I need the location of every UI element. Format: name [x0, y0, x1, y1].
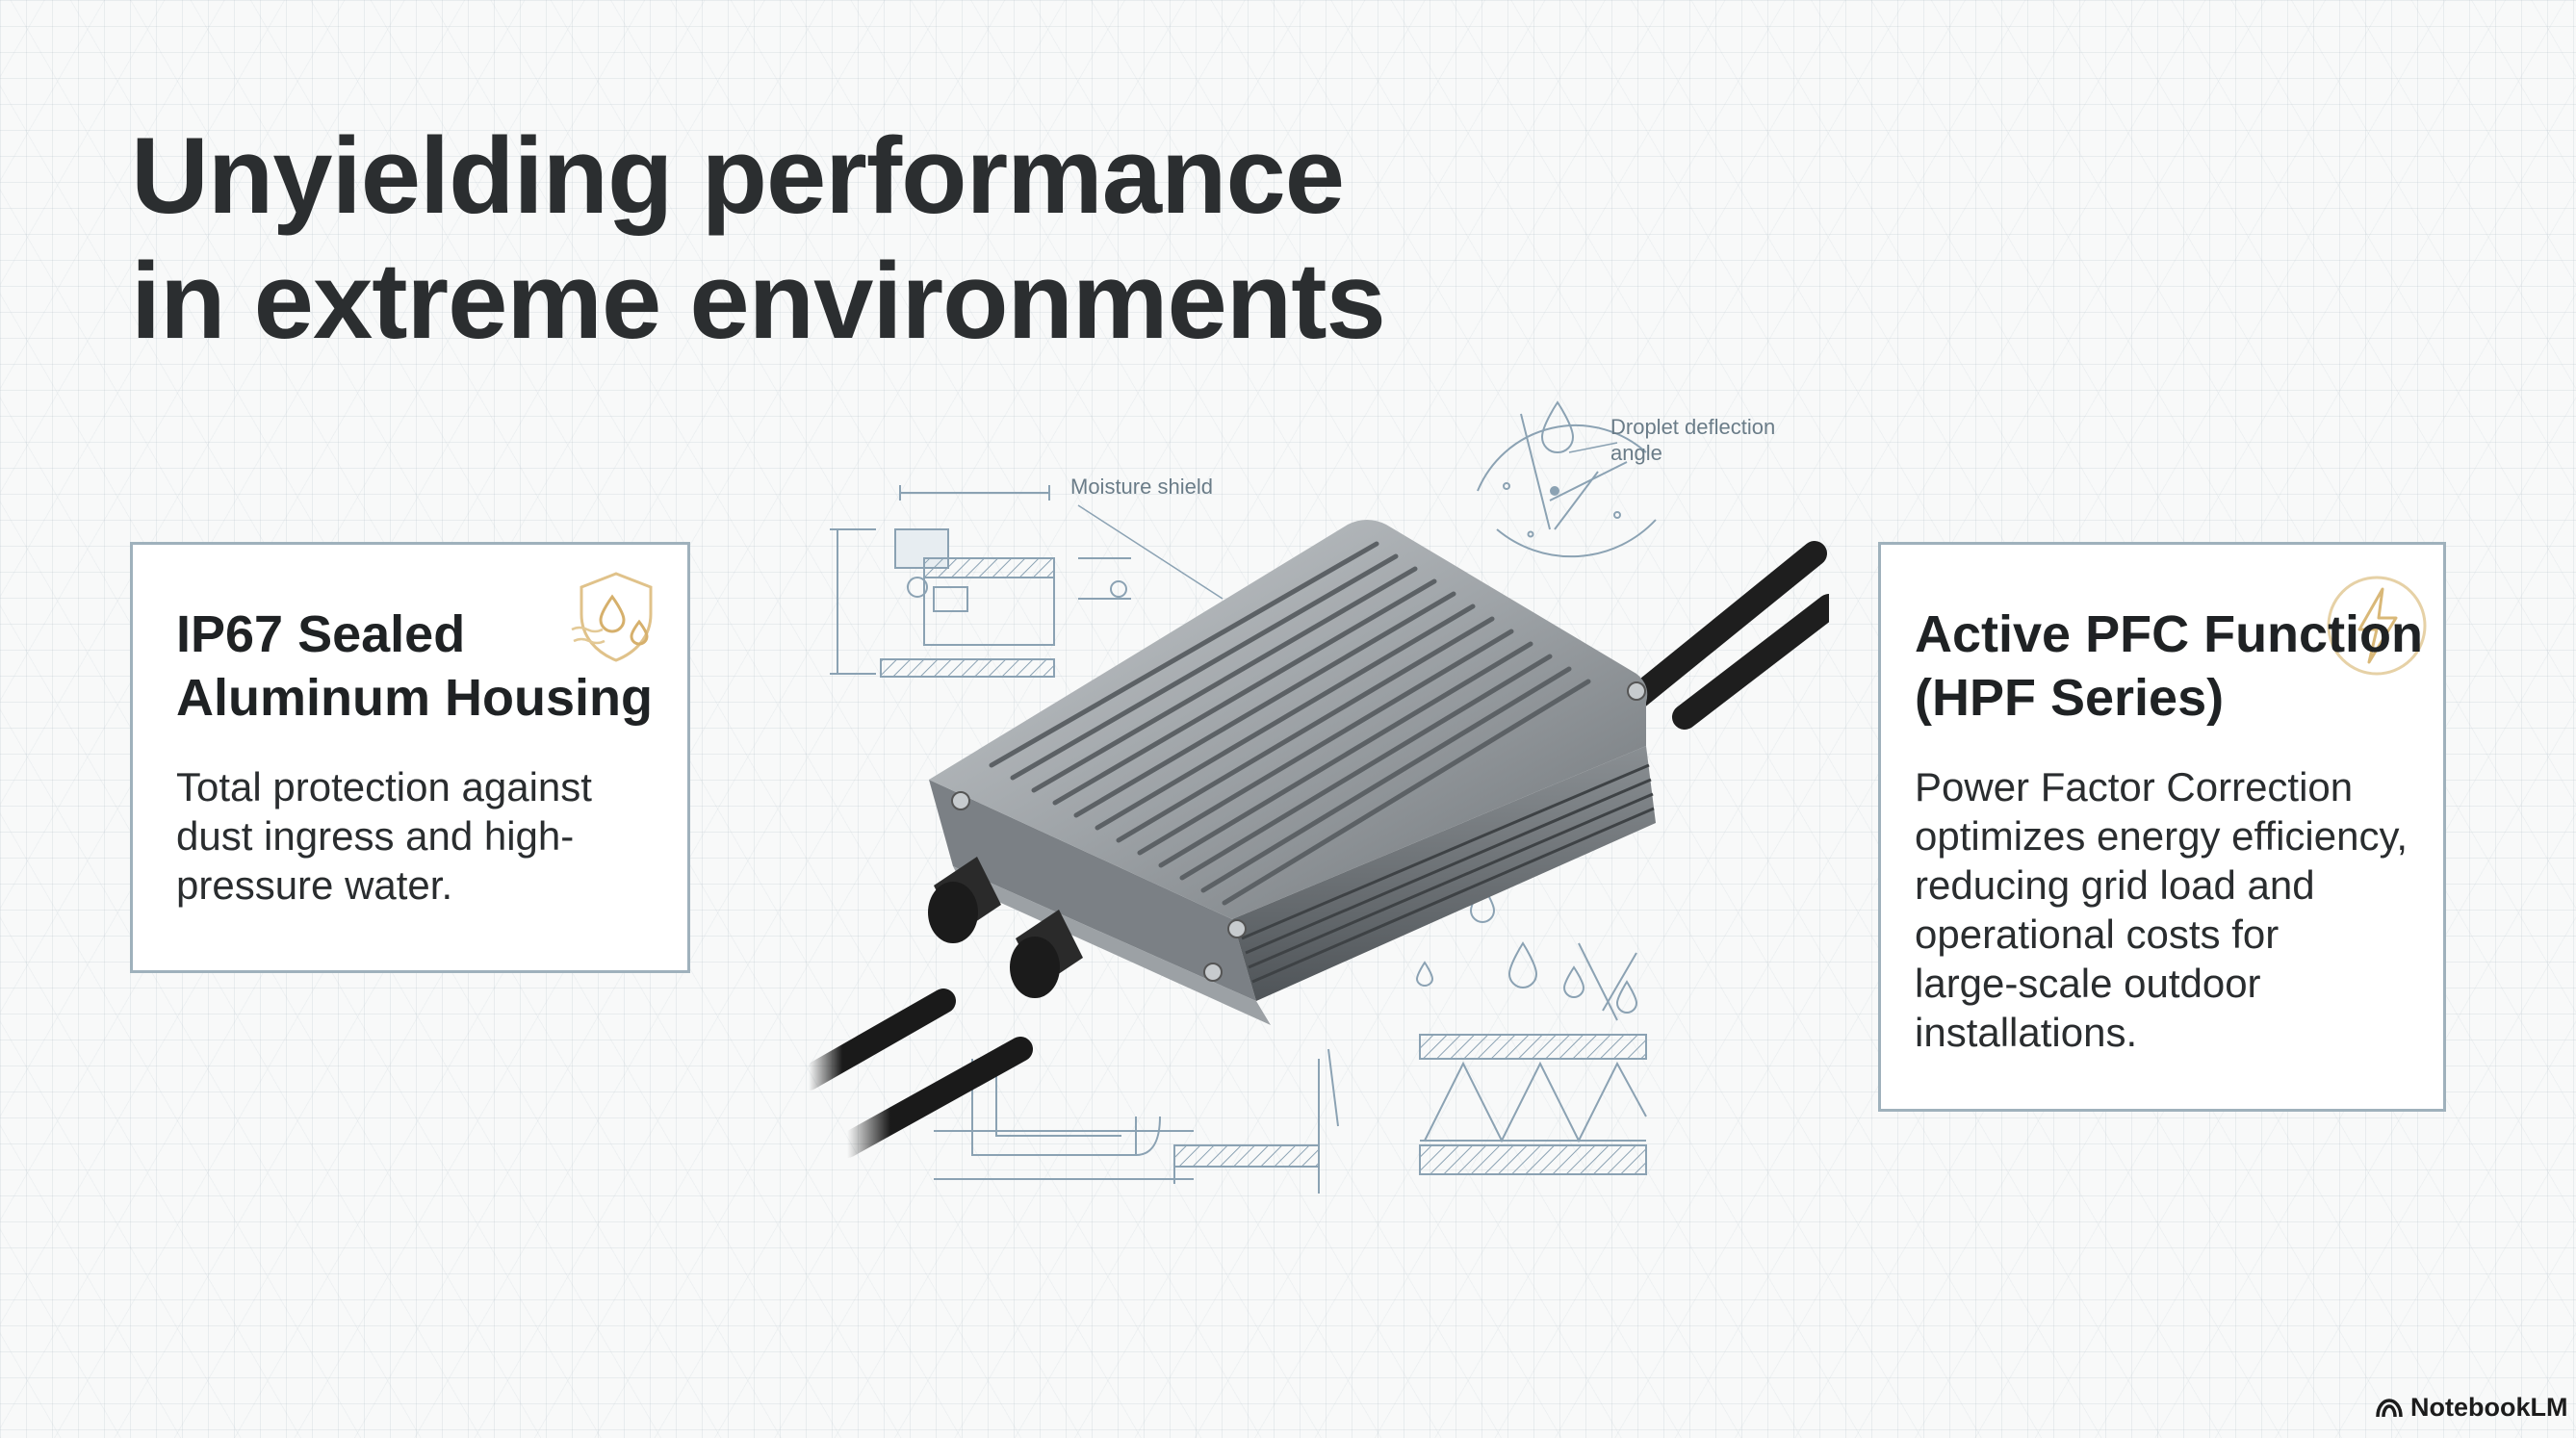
circle-lightning-bolt-icon — [2327, 576, 2427, 676]
droplet-deflection-label-line1: Droplet deflection — [1610, 415, 1775, 439]
moisture-shield-sketch — [830, 485, 1224, 678]
notebooklm-logo-icon — [2376, 1398, 2403, 1417]
card-body-line: operational costs for — [1915, 912, 2280, 957]
card-body: Total protection against dust ingress an… — [176, 762, 592, 910]
card-heading-line: Active PFC Function — [1915, 605, 2424, 663]
feature-card-active-pfc: Active PFC Function (HPF Series) Power F… — [1878, 542, 2446, 1112]
led-driver-illustration: Moisture shield Droplet deflection angle — [796, 400, 1829, 1194]
power-cables — [796, 541, 1829, 1158]
aluminum-housing — [929, 520, 1656, 1025]
card-heading-line: IP67 Sealed — [176, 605, 466, 663]
cable-glands — [928, 857, 1083, 998]
card-body-line: reducing grid load and — [1915, 862, 2315, 908]
droplet-deflection-label-line2: angle — [1610, 441, 1662, 465]
card-heading: Active PFC Function (HPF Series) — [1915, 603, 2423, 730]
card-body: Power Factor Correction optimizes energy… — [1915, 762, 2408, 1057]
card-heading-line: Aluminum Housing — [176, 669, 653, 727]
brand-label: NotebookLM — [2410, 1393, 2568, 1422]
title-line-1: Unyielding performance — [131, 116, 1345, 236]
slide-title: Unyielding performance in extreme enviro… — [131, 114, 1386, 364]
moisture-shield-label: Moisture shield — [1070, 475, 1213, 499]
card-heading: IP67 Sealed Aluminum Housing — [176, 603, 653, 730]
card-body-line: optimizes energy efficiency, — [1915, 813, 2409, 859]
mounting-bracket-sketch — [934, 1048, 1339, 1194]
card-body-line: large-scale outdoor — [1915, 961, 2261, 1006]
card-body-line: installations. — [1915, 1010, 2138, 1055]
feature-card-ip67: IP67 Sealed Aluminum Housing Total prote… — [130, 542, 690, 973]
card-body-line: dust ingress and high- — [176, 813, 575, 859]
water-droplets-sketch — [1415, 884, 1647, 1175]
card-body-line: Power Factor Correction — [1915, 764, 2354, 809]
card-heading-line: (HPF Series) — [1915, 669, 2225, 727]
droplet-deflection-sketch — [1477, 400, 1657, 558]
notebooklm-brand: NotebookLM — [2376, 1393, 2567, 1423]
card-body-line: Total protection against — [176, 764, 592, 809]
shield-water-drop-icon — [571, 572, 653, 662]
card-body-line: pressure water. — [176, 862, 453, 908]
title-line-2: in extreme environments — [131, 241, 1386, 361]
